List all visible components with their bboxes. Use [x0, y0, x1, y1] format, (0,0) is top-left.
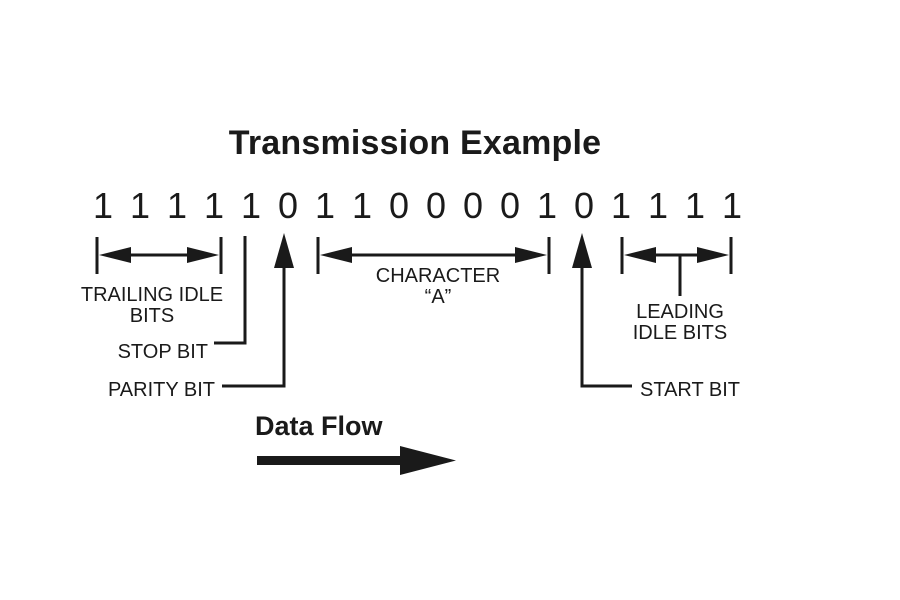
- bit-6: 0: [277, 185, 299, 226]
- diagram-title: Transmission Example: [228, 124, 602, 162]
- trailing-idle-label-line2: BITS: [129, 305, 175, 327]
- bit-7: 1: [314, 185, 336, 226]
- start-bit-label: START BIT: [640, 379, 741, 401]
- character-label-line1: CHARACTER: [375, 265, 501, 287]
- character-label-line2: “A”: [424, 286, 452, 308]
- trailing-idle-bits-label: TRAILING IDLE BITS: [62, 285, 242, 327]
- parity-bit-label: PARITY BIT: [107, 379, 215, 401]
- bit-14: 0: [573, 185, 595, 226]
- parity-bit-leader: [222, 262, 286, 388]
- bit-18: 1: [721, 185, 743, 226]
- bit-10: 0: [425, 185, 447, 226]
- leading-idle-bits-label: LEADING IDLE BITS: [610, 302, 750, 344]
- trailing-idle-label-line1: TRAILING IDLE: [80, 284, 224, 306]
- leading-idle-label-line2: IDLE BITS: [632, 322, 728, 344]
- bit-15: 1: [610, 185, 632, 226]
- data-flow-arrow-head: [400, 446, 456, 475]
- bit-16: 1: [647, 185, 669, 226]
- bit-17: 1: [684, 185, 706, 226]
- parity-bit-arrowhead: [274, 233, 294, 268]
- bit-11: 0: [462, 185, 484, 226]
- bit-12: 0: [499, 185, 521, 226]
- stop-bit-label: STOP BIT: [117, 341, 208, 363]
- bit-13: 1: [536, 185, 558, 226]
- character-a-label: CHARACTER “A”: [353, 266, 523, 308]
- bit-1: 1: [92, 185, 114, 226]
- start-bit-arrowhead: [572, 233, 592, 268]
- leading-idle-right-arrowhead: [697, 247, 729, 263]
- bit-3: 1: [166, 185, 188, 226]
- character-right-arrowhead: [515, 247, 547, 263]
- bit-9: 0: [388, 185, 410, 226]
- bit-4: 1: [203, 185, 225, 226]
- data-flow-arrow-shaft: [257, 456, 405, 465]
- data-flow-label: Data Flow: [255, 411, 383, 441]
- start-bit-leader: [580, 262, 632, 388]
- trailing-idle-left-arrowhead: [99, 247, 131, 263]
- bit-5: 1: [240, 185, 262, 226]
- bit-2: 1: [129, 185, 151, 226]
- character-left-arrowhead: [320, 247, 352, 263]
- leading-idle-left-arrowhead: [624, 247, 656, 263]
- stop-bit-leader: [214, 236, 247, 345]
- bit-8: 1: [351, 185, 373, 226]
- trailing-idle-right-arrowhead: [187, 247, 219, 263]
- leading-idle-label-line1: LEADING: [636, 301, 724, 323]
